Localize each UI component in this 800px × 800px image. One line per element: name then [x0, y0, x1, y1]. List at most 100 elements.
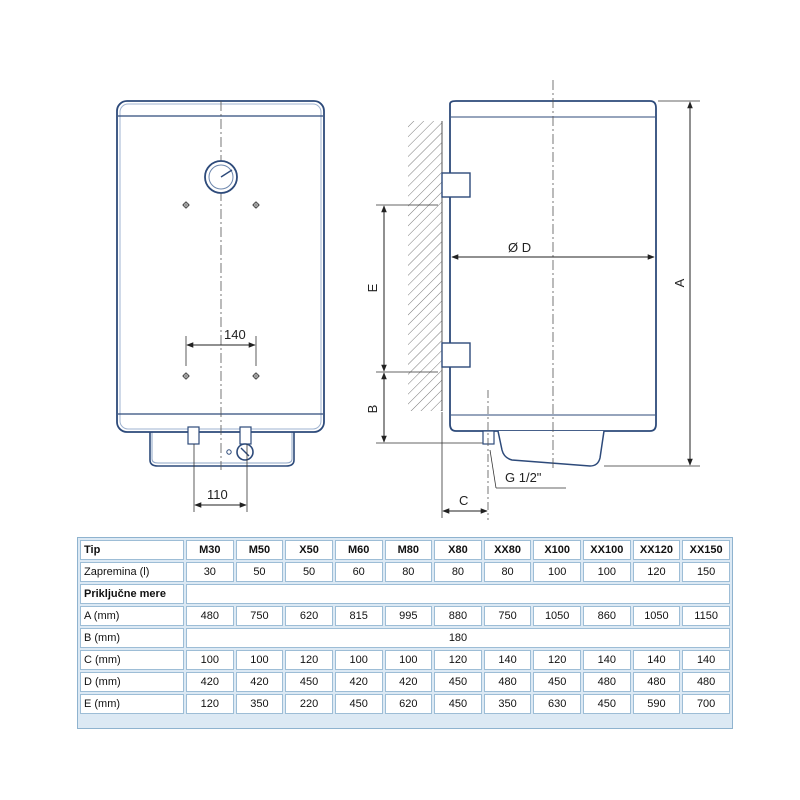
table-row: A (mm) 480 750 620 815 995 880 750 1050 … [80, 606, 730, 626]
table-cell: 60 [334, 562, 383, 582]
front-tank-body [116, 100, 325, 433]
table-cell: 100 [334, 650, 383, 670]
table-header-cell: M60 [334, 540, 383, 560]
dim-140-label: 140 [224, 327, 246, 342]
table-cell: 450 [285, 672, 333, 692]
table-cell: 590 [632, 694, 681, 714]
table-cell: 450 [533, 672, 581, 692]
table-cell: 120 [533, 650, 581, 670]
row-label: A (mm) [80, 606, 184, 626]
table-header-cell: X50 [285, 540, 333, 560]
side-bottom-cover [497, 430, 605, 467]
table-cell: 995 [384, 606, 433, 626]
table-header-cell: X80 [434, 540, 482, 560]
table-row: E (mm) 120 350 220 450 620 450 350 630 4… [80, 694, 730, 714]
table-filler-cell [80, 716, 730, 726]
table-cell: 420 [384, 672, 433, 692]
table-header-cell: XX80 [483, 540, 532, 560]
table-cell: 140 [483, 650, 532, 670]
dim-B-label: B [365, 405, 380, 414]
thermometer-icon [204, 160, 238, 194]
mounting-hole-icon [182, 372, 260, 380]
table-cell: 450 [434, 672, 482, 692]
table-cell: 350 [483, 694, 532, 714]
thermostat-knob-icon [226, 443, 254, 461]
dim-G-label: G 1/2" [505, 470, 542, 485]
section-label: Priključne mere [80, 584, 184, 604]
table-cell: 420 [334, 672, 383, 692]
table-cell: 140 [632, 650, 681, 670]
table-cell: 140 [583, 650, 631, 670]
table-cell: 100 [533, 562, 581, 582]
table-cell: 350 [235, 694, 284, 714]
table-cell: 750 [483, 606, 532, 626]
row-label: Zapremina (l) [80, 562, 184, 582]
table-cell: 150 [682, 562, 730, 582]
dim-E-label: E [365, 283, 380, 292]
table-cell: 420 [235, 672, 284, 692]
table-header-cell: Tip [80, 540, 184, 560]
dim-D-label: Ø D [508, 240, 531, 255]
table-cell: 750 [235, 606, 284, 626]
table-cell: 1050 [632, 606, 681, 626]
table-cell: 480 [632, 672, 681, 692]
row-label: C (mm) [80, 650, 184, 670]
table-cell: 120 [632, 562, 681, 582]
water-heater-technical-drawing: 140 110 [116, 80, 700, 520]
table-cell: 100 [235, 650, 284, 670]
table-filler-row [80, 716, 730, 726]
table-cell: 480 [583, 672, 631, 692]
table-cell: 120 [285, 650, 333, 670]
table-row: C (mm) 100 100 120 100 100 120 140 120 1… [80, 650, 730, 670]
wall-hatch [408, 121, 442, 411]
table-header-cell: XX150 [682, 540, 730, 560]
front-base [149, 430, 295, 467]
table-cell: 815 [334, 606, 383, 626]
table-cell: 450 [334, 694, 383, 714]
dim-C-label: C [459, 493, 468, 508]
table-cell: 50 [235, 562, 284, 582]
table-cell: 620 [285, 606, 333, 626]
table-cell: 420 [186, 672, 234, 692]
table-cell: 50 [285, 562, 333, 582]
row-label: D (mm) [80, 672, 184, 692]
table-cell: 480 [186, 606, 234, 626]
table-cell [186, 584, 730, 604]
table-cell: 30 [186, 562, 234, 582]
table-cell: 80 [483, 562, 532, 582]
table-row: B (mm) 180 [80, 628, 730, 648]
table-cell: 880 [434, 606, 482, 626]
table-cell: 480 [682, 672, 730, 692]
table-cell: 100 [583, 562, 631, 582]
table-header-cell: XX120 [632, 540, 681, 560]
front-view: 140 110 [116, 100, 325, 512]
mounting-hole-icon [182, 201, 260, 209]
water-pipe-icon [482, 430, 495, 445]
row-label: E (mm) [80, 694, 184, 714]
table-cell: 100 [384, 650, 433, 670]
table-header-cell: M30 [186, 540, 234, 560]
table-row: Zapremina (l) 30 50 50 60 80 80 80 100 1… [80, 562, 730, 582]
table-cell: 450 [434, 694, 482, 714]
row-label: B (mm) [80, 628, 184, 648]
table-cell: 480 [483, 672, 532, 692]
table-section-row: Priključne mere [80, 584, 730, 604]
table-header-cell: M80 [384, 540, 433, 560]
table-cell: 860 [583, 606, 631, 626]
table-cell: 80 [384, 562, 433, 582]
table-header-row: Tip M30 M50 X50 M60 M80 X80 XX80 X100 XX… [80, 540, 730, 560]
dim-A-label: A [672, 278, 687, 287]
table-cell: 100 [186, 650, 234, 670]
table-header-cell: XX100 [583, 540, 631, 560]
dim-110-label: 110 [207, 487, 228, 502]
table-cell: 1150 [682, 606, 730, 626]
table-cell: 120 [186, 694, 234, 714]
side-view: Ø D A E B G 1/2" C [365, 80, 700, 520]
table-cell: 1050 [533, 606, 581, 626]
table-cell: 630 [533, 694, 581, 714]
table-cell: 700 [682, 694, 730, 714]
table-cell: 220 [285, 694, 333, 714]
table-cell: 180 [186, 628, 730, 648]
table-cell: 140 [682, 650, 730, 670]
table-row: D (mm) 420 420 450 420 420 450 480 450 4… [80, 672, 730, 692]
